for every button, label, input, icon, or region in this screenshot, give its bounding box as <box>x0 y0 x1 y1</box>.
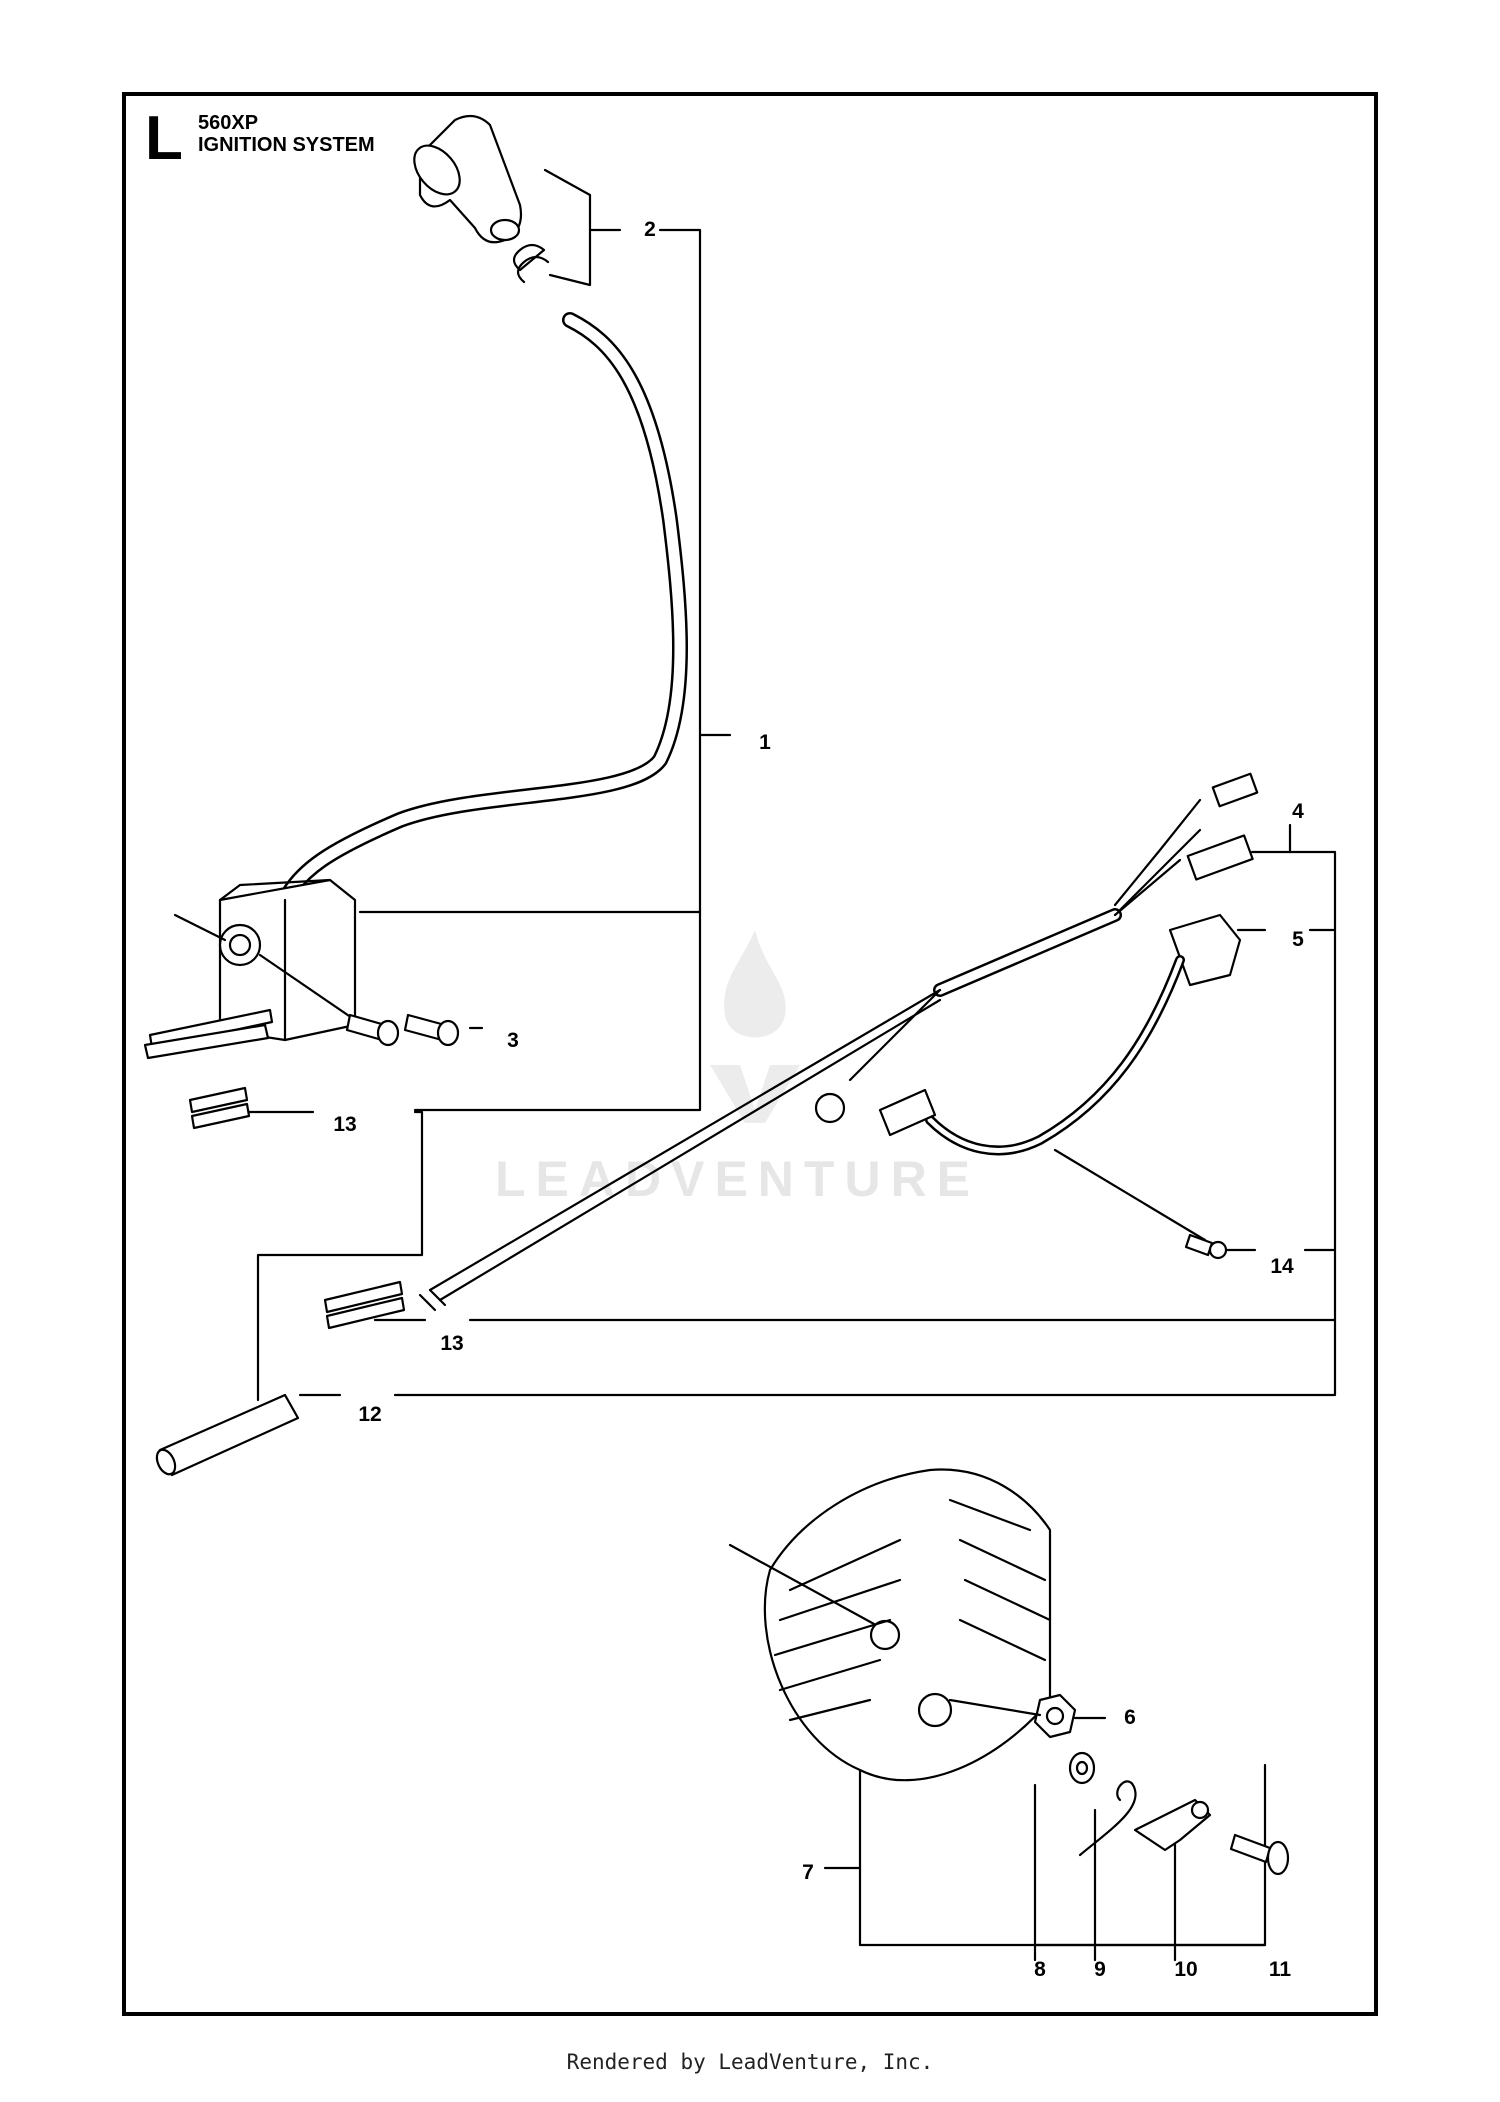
screw-11 <box>1229 1833 1290 1876</box>
callout-1[interactable]: 1 <box>759 731 771 754</box>
callout-8[interactable]: 8 <box>1034 1958 1046 1981</box>
ignition-module <box>143 878 357 1060</box>
callout-13-top[interactable]: 13 <box>333 1113 357 1136</box>
callout-10[interactable]: 10 <box>1174 1958 1198 1981</box>
footer-credit: Rendered by LeadVenture, Inc. <box>566 2050 934 2074</box>
leadventure-watermark-icon <box>710 930 800 1123</box>
screw-pair <box>258 953 460 1047</box>
pawl-10 <box>1133 1798 1212 1852</box>
callout-11[interactable]: 11 <box>1268 1958 1292 1981</box>
flywheel <box>728 1468 1052 1782</box>
ignition-cable <box>277 312 688 908</box>
callout-3[interactable]: 3 <box>507 1029 519 1052</box>
diagram-title: IGNITION SYSTEM <box>198 134 375 156</box>
callout-2[interactable]: 2 <box>644 218 656 241</box>
callout-4[interactable]: 4 <box>1292 800 1304 823</box>
callout-7[interactable]: 7 <box>802 1861 814 1884</box>
tube-12 <box>155 1393 300 1477</box>
callout-13-bottom[interactable]: 13 <box>440 1332 464 1355</box>
sleeves-bottom <box>323 1280 406 1330</box>
callout-5[interactable]: 5 <box>1292 928 1304 951</box>
callout-12[interactable]: 12 <box>358 1403 382 1426</box>
spark-plug-boot <box>413 114 550 284</box>
callout-9[interactable]: 9 <box>1094 1958 1106 1981</box>
screw-14 <box>1184 1233 1228 1260</box>
callout-14[interactable]: 14 <box>1270 1255 1294 1278</box>
diagram-frame <box>122 92 1378 2016</box>
sleeves-top <box>188 1086 251 1130</box>
washer-8 <box>1068 1751 1096 1785</box>
nut-6 <box>948 1693 1077 1739</box>
wiring-harness <box>418 772 1259 1312</box>
ground-strap <box>878 913 1242 1156</box>
spring-9 <box>1078 1780 1137 1857</box>
callout-6[interactable]: 6 <box>1124 1706 1136 1729</box>
section-letter: L <box>145 104 183 173</box>
watermark-text: LEADVENTURE <box>495 1151 981 1207</box>
leader-lines <box>246 168 1337 1962</box>
model-number: 560XP <box>198 112 259 134</box>
